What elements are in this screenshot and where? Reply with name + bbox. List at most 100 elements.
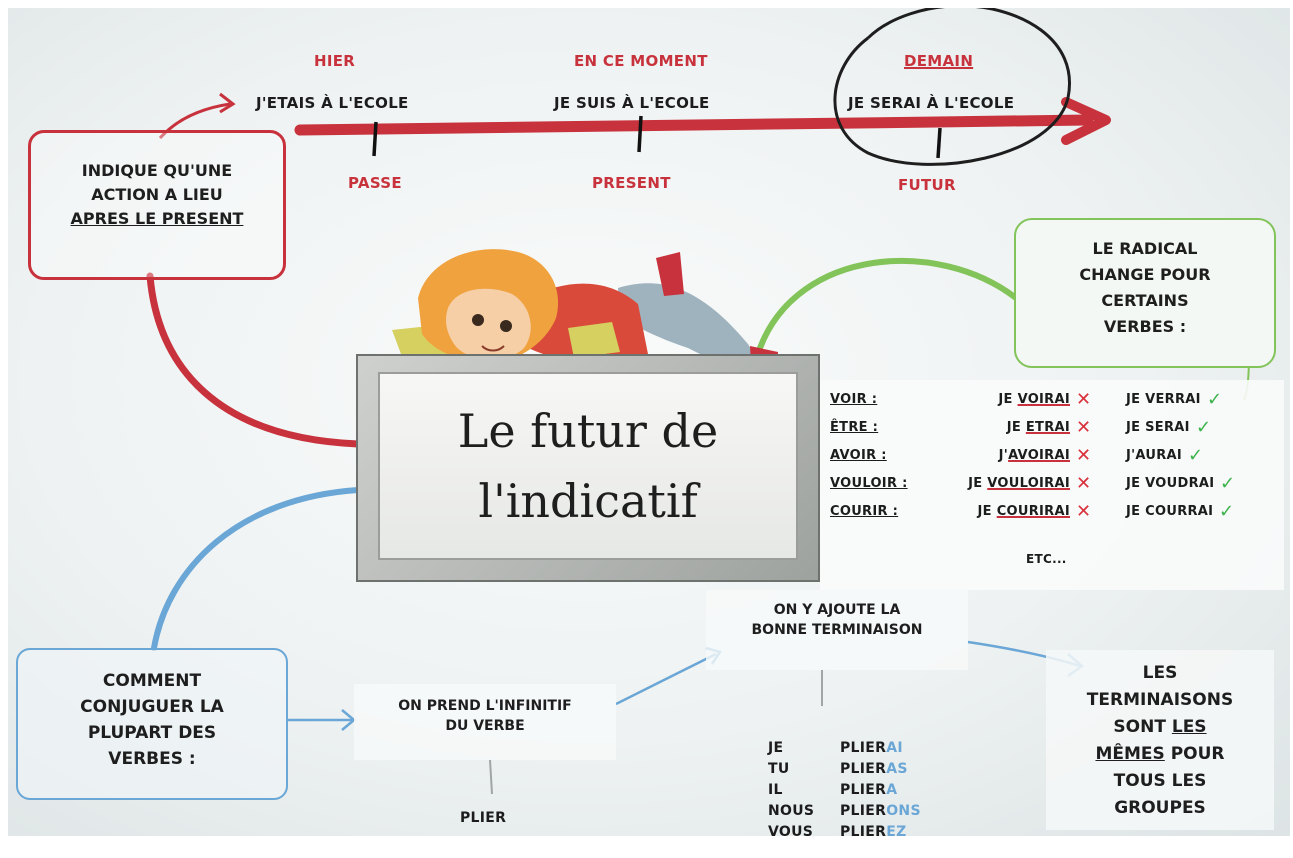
conjugation-stem: PLIER: [840, 761, 887, 777]
label-en-ce-moment: EN CE MOMENT: [574, 52, 708, 70]
wrong-form: JE ETRAI: [936, 420, 1070, 435]
verb-infinitive: VOIR :: [830, 392, 878, 407]
sentence-moment: JE SUIS À L'ECOLE: [554, 94, 710, 112]
conjugation-ending: EZ: [886, 824, 907, 836]
label-passe: PASSE: [348, 174, 402, 192]
def-to-title-branch: [146, 272, 362, 448]
endings-line-6: GROUPES: [1114, 798, 1206, 818]
endings-line-2: TERMINAISONS: [1086, 690, 1234, 710]
wrong-form-stem: VOIRAI: [1017, 392, 1070, 407]
step1-line-2: DU VERBE: [445, 718, 525, 734]
correct-form: JE VOUDRAI: [1126, 476, 1215, 491]
check-icon: ✓: [1196, 417, 1212, 438]
wrong-form-stem: VOULOIRAI: [987, 476, 1070, 491]
check-icon: ✓: [1207, 389, 1223, 410]
conjugated-form: PLIERONS: [840, 803, 921, 819]
check-icon: ✓: [1219, 501, 1235, 522]
cross-icon: ✕: [1076, 501, 1092, 522]
step1-panel: [354, 684, 616, 760]
cross-icon: ✕: [1076, 473, 1092, 494]
step1-text: ON PREND L'INFINITIF DU VERBE: [354, 696, 616, 736]
conjugation-stem: PLIER: [840, 803, 887, 819]
conjugation-ending: AS: [886, 761, 908, 777]
tick-futur: [936, 127, 942, 159]
definition-line-2: ACTION A LIEU: [91, 185, 223, 204]
wrong-form-pronoun: JE: [1006, 420, 1026, 435]
step2-line-1: ON Y AJOUTE LA: [773, 602, 901, 618]
tick-present: [637, 115, 643, 153]
verb-infinitive: ÊTRE :: [830, 420, 879, 435]
radical-box: LE RADICAL CHANGE POUR CERTAINS VERBES :: [1014, 218, 1276, 368]
conjugation-stem: PLIER: [840, 782, 887, 798]
endings-line-1: LES: [1142, 663, 1178, 683]
tick-passe: [372, 121, 378, 157]
conjugation-ending: ONS: [886, 803, 921, 819]
example-verb: PLIER: [460, 810, 507, 826]
verb-infinitive: VOULOIR :: [830, 476, 908, 491]
title-line-1: Le futur de: [457, 404, 719, 458]
definition-box: INDIQUE QU'UNE ACTION A LIEU APRES LE PR…: [28, 130, 286, 280]
label-hier: HIER: [314, 52, 356, 70]
sentence-demain: JE SERAI À L'ECOLE: [848, 94, 1015, 112]
step1-to-step2-arrow: [615, 652, 717, 706]
howto-line-1: COMMENT: [102, 671, 202, 691]
conjugated-form: PLIERAI: [840, 740, 903, 756]
cross-icon: ✕: [1076, 417, 1092, 438]
wrong-form-stem: AVOIRAI: [1008, 448, 1070, 463]
verb-infinitive: COURIR :: [830, 504, 899, 519]
cross-icon: ✕: [1076, 389, 1092, 410]
endings-box: LES TERMINAISONS SONT LES MÊMES POUR TOU…: [1046, 660, 1274, 822]
wrong-form: JE COURIRAI: [936, 504, 1070, 519]
definition-line-1: INDIQUE QU'UNE: [81, 161, 233, 180]
howto-box: COMMENT CONJUGUER LA PLUPART DES VERBES …: [16, 648, 288, 800]
wrong-form-pronoun: JE: [968, 476, 988, 491]
howto-line-3: PLUPART DES: [87, 723, 217, 743]
conjugation-pronoun: JE: [768, 740, 784, 756]
step2-text: ON Y AJOUTE LA BONNE TERMINAISON: [706, 600, 968, 640]
conjugation-ending: AI: [886, 740, 903, 756]
howto-line-4: VERBES :: [108, 749, 196, 769]
wrong-form-pronoun: JE: [977, 504, 997, 519]
wrong-form-pronoun: J': [998, 448, 1009, 463]
etc-label: ETC...: [1026, 552, 1067, 566]
endings-line-4: MÊMES POUR: [1095, 744, 1225, 764]
irregular-verbs-panel: [820, 380, 1284, 590]
howto-line-2: CONJUGUER LA: [80, 697, 224, 717]
conjugation-pronoun: IL: [768, 782, 783, 798]
wrong-form: JE VOIRAI: [936, 392, 1070, 407]
conjugated-form: PLIERAS: [840, 761, 908, 777]
title-to-radical-branch: [757, 257, 1019, 351]
conjugation-stem: PLIER: [840, 824, 887, 836]
definition-line-3: APRES LE PRESENT: [70, 209, 244, 228]
sentence-hier: J'ETAIS À L'ECOLE: [256, 94, 409, 112]
label-demain: DEMAIN: [904, 52, 974, 70]
conjugation-pronoun: NOUS: [768, 803, 815, 819]
radical-line-3: CERTAINS: [1101, 291, 1189, 310]
conjugation-pronoun: TU: [768, 761, 790, 777]
radical-line-1: LE RADICAL: [1092, 239, 1198, 258]
correct-form: JE VERRAI: [1126, 392, 1201, 407]
conjugated-form: PLIERA: [840, 782, 897, 798]
demain-circle: [833, 8, 1071, 166]
endings-line-5: TOUS LES: [1113, 771, 1207, 791]
conjugation-ending: A: [886, 782, 898, 798]
endings-panel: [1046, 650, 1274, 830]
wrong-form-stem: ETRAI: [1025, 420, 1070, 435]
wrong-form-stem: COURIRAI: [996, 504, 1070, 519]
verb-infinitive: AVOIR :: [830, 448, 887, 463]
wrong-form: J'AVOIRAI: [936, 448, 1070, 463]
timeline-arrow: [294, 114, 1094, 136]
check-icon: ✓: [1220, 473, 1236, 494]
step2-line-2: BONNE TERMINAISON: [751, 622, 923, 638]
label-present: PRESENT: [592, 174, 671, 192]
cross-icon: ✕: [1076, 445, 1092, 466]
correct-form: J'AURAI: [1126, 448, 1183, 463]
wrong-form-pronoun: JE: [998, 392, 1018, 407]
radical-line-2: CHANGE POUR: [1079, 265, 1211, 284]
label-futur: FUTUR: [898, 176, 956, 194]
wrong-form: JE VOULOIRAI: [936, 476, 1070, 491]
radical-line-4: VERBES :: [1103, 317, 1187, 336]
title-line-2: l'indicatif: [478, 474, 698, 528]
correct-form: JE SERAI: [1126, 420, 1190, 435]
correct-form: JE COURRAI: [1126, 504, 1214, 519]
